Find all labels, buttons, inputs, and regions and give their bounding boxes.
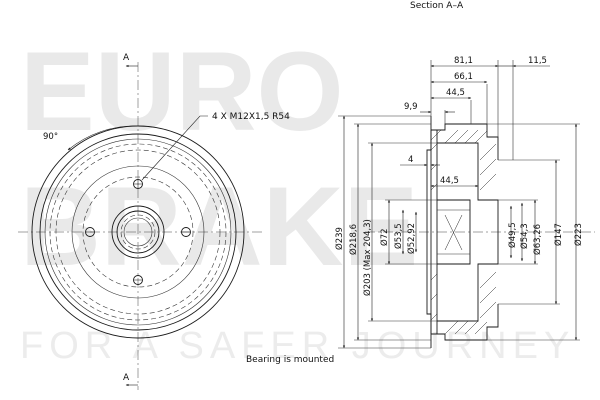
- dia-right-1: Ø49,5: [507, 222, 518, 248]
- section-mark-top: A: [123, 53, 130, 63]
- dia-right-4: Ø147: [553, 223, 564, 246]
- dim-top-2: 11,5: [528, 56, 547, 66]
- watermark-line1: EURO: [20, 29, 344, 154]
- dia-left-1: Ø239: [334, 227, 345, 250]
- right-diameters: Ø49,5 Ø54,3 Ø63,26 Ø147 Ø223: [487, 123, 584, 341]
- rim-inner-circle-2: [44, 138, 232, 326]
- dim-side-1: 4: [408, 155, 413, 165]
- watermark-line3: FOR A SAFER JOURNEY: [20, 325, 575, 367]
- drum-inner-surface: [437, 142, 499, 322]
- section-mark-bottom: A: [123, 373, 130, 383]
- dim-top-1: 81,1: [454, 56, 473, 66]
- dia-left-6: Ø52,92: [406, 223, 417, 254]
- drum-dashed-circle-2: [55, 149, 221, 315]
- footnote: Bearing is mounted: [246, 355, 334, 365]
- dia-left-5: Ø53,5: [393, 223, 404, 249]
- drum-upper-profile: [431, 123, 499, 160]
- dia-right-2: Ø54,3: [519, 223, 530, 249]
- hub-mid-circle: [116, 210, 160, 254]
- angle-label: 90°: [43, 132, 58, 142]
- dia-right-5: Ø223: [573, 223, 584, 246]
- dia-left-4: Ø72: [379, 228, 390, 246]
- front-view: 90° 4 X M12X1,5 R54 A A: [18, 53, 290, 390]
- drum-dashed-circle-1: [49, 143, 227, 321]
- bolt-callout-leader: [141, 115, 208, 181]
- section-title: Section A–A: [410, 1, 464, 11]
- bolt-pitch-circle: [82, 176, 194, 288]
- dim-top-3: 66,1: [454, 72, 473, 82]
- section-hatching: [430, 129, 497, 335]
- side-dimensions: 4 44,5: [400, 155, 479, 188]
- section-view: Section A–A: [246, 1, 595, 365]
- dim-top-4: 44,5: [446, 88, 465, 98]
- hub-bore: [437, 199, 471, 265]
- dia-left-2: Ø218,6: [348, 224, 359, 255]
- top-dimensions: 81,1 11,5 66,1 44,5 9,9: [404, 56, 550, 160]
- dim-side-2: 44,5: [440, 176, 459, 186]
- bore-circle: [123, 217, 153, 247]
- flange-circle: [71, 165, 205, 299]
- hub-outer-circle: [111, 205, 165, 259]
- watermark-line2: BRAKE: [20, 164, 418, 289]
- left-diameters: Ø239 Ø218,6 Ø203 (Max 204,3) Ø72 Ø53,5 Ø…: [334, 115, 437, 349]
- bolt-callout: 4 X M12X1,5 R54: [212, 112, 290, 122]
- dia-right-3: Ø63,26: [532, 224, 543, 255]
- dia-left-3: Ø203 (Max 204,3): [362, 219, 373, 296]
- hub-dashed-circle: [120, 214, 156, 250]
- watermark: EURO BRAKE FOR A SAFER JOURNEY: [20, 29, 575, 367]
- rim-inner-circle: [39, 133, 237, 331]
- dim-top-5: 9,9: [404, 102, 418, 112]
